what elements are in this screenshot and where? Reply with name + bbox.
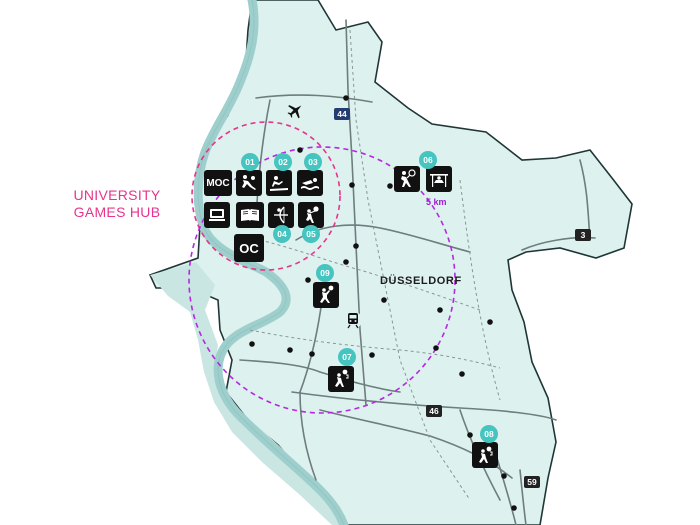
rhine-river-edge	[197, 0, 345, 525]
venue-badge-08[interactable]: 08	[480, 425, 498, 443]
gymnastics-icon[interactable]	[426, 166, 452, 192]
volleyball-icon[interactable]	[472, 442, 498, 468]
university-games-hub-label: UNIVERSITY GAMES HUB	[58, 187, 176, 221]
city-land-area	[148, 0, 633, 525]
road-shield-44: 44	[334, 108, 350, 120]
university-hub-ring	[191, 121, 341, 271]
oc-tile[interactable]: OC	[234, 234, 264, 262]
train-icon	[344, 311, 362, 329]
oc-text: OC	[239, 240, 259, 256]
moc-tile[interactable]: MOC	[204, 170, 232, 196]
judo-icon[interactable]	[236, 170, 262, 196]
computer-icon[interactable]	[204, 202, 230, 228]
railway-lines	[249, 29, 501, 501]
city-label: DÜSSELDORF	[380, 275, 462, 287]
moc-text: MOC	[206, 177, 230, 189]
archery-icon[interactable]	[268, 202, 294, 228]
venue-badge-07[interactable]: 07	[338, 348, 356, 366]
venue-badge-02[interactable]: 02	[274, 153, 292, 171]
road-shield-3: 3	[575, 229, 591, 241]
venue-badge-01[interactable]: 01	[241, 153, 259, 171]
hub-label-line-1: UNIVERSITY	[73, 187, 161, 203]
venue-badge-09[interactable]: 09	[316, 264, 334, 282]
volleyball-icon[interactable]	[298, 202, 324, 228]
venue-badge-06[interactable]: 06	[419, 151, 437, 169]
station-dots	[249, 95, 517, 511]
hub-label-line-2: GAMES HUB	[73, 204, 161, 220]
five-km-range-ring	[188, 146, 456, 414]
distance-label: 5 km	[426, 197, 447, 207]
rowing-icon[interactable]	[266, 170, 292, 196]
venue-badge-05[interactable]: 05	[302, 225, 320, 243]
venue-badge-04[interactable]: 04	[273, 225, 291, 243]
river-bank-land	[150, 262, 348, 525]
basketball-icon[interactable]	[328, 366, 354, 392]
airplane-icon	[287, 105, 302, 119]
swimming-icon[interactable]	[297, 170, 323, 196]
road-shield-46: 46	[426, 405, 442, 417]
venue-badge-03[interactable]: 03	[304, 153, 322, 171]
road-shield-59: 59	[524, 476, 540, 488]
book-icon[interactable]	[236, 202, 264, 228]
tennis-icon[interactable]	[394, 166, 420, 192]
basketball-icon[interactable]	[313, 282, 339, 308]
